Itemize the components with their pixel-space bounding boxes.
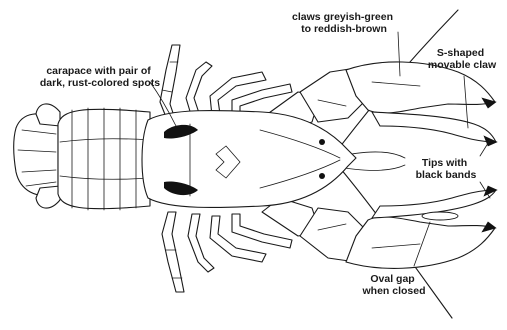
claw-lower	[262, 190, 496, 268]
walking-legs-lower	[162, 212, 292, 292]
carapace	[142, 110, 356, 207]
label-carapace: carapace with pair of dark, rust-colored…	[40, 65, 160, 89]
oval-gap	[422, 212, 458, 220]
tail-fan	[14, 104, 60, 208]
label-movable-claw: S-shaped movable claw	[428, 47, 497, 71]
label-tips: Tips with black bands	[416, 157, 477, 181]
abdomen	[58, 108, 150, 210]
label-claw-color: claws greyish-green to reddish-brown	[292, 11, 396, 35]
label-gap: Oval gap when closed	[361, 273, 425, 297]
